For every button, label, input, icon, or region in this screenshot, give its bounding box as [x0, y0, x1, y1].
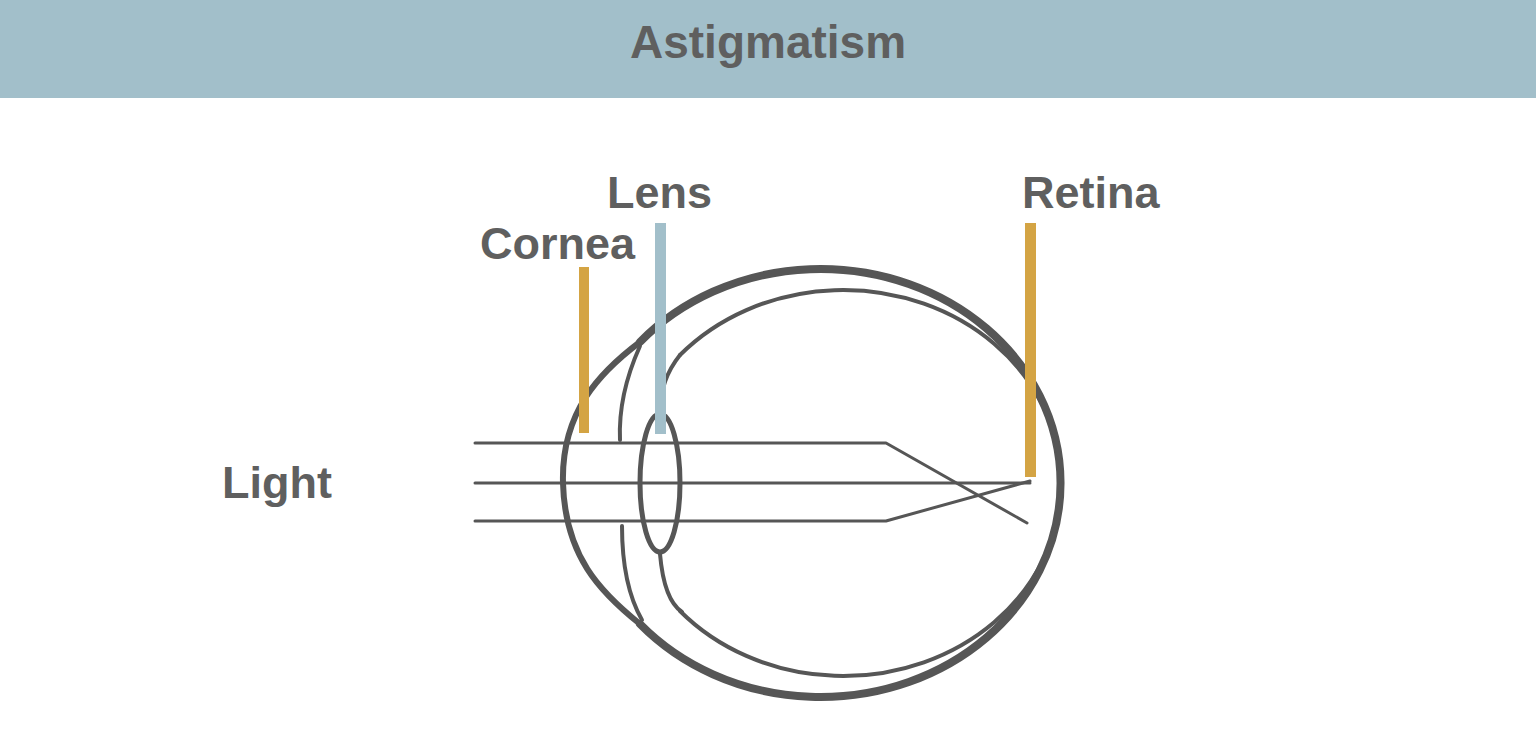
part-label: Lens: [607, 170, 712, 215]
part-label: Cornea: [480, 221, 635, 266]
cornea-leader-bar: [579, 267, 589, 433]
iris-line: [620, 346, 640, 440]
iris-line: [660, 554, 682, 612]
retina-leader-bar: [1025, 223, 1036, 477]
part-label: Retina: [1022, 170, 1160, 215]
lens-leader-bar: [655, 223, 666, 434]
iris-line: [622, 526, 642, 620]
part-label: Light: [222, 460, 332, 505]
light-ray: [475, 482, 1030, 485]
diagram-title: Astigmatism: [630, 19, 906, 65]
light-ray: [475, 481, 1030, 521]
